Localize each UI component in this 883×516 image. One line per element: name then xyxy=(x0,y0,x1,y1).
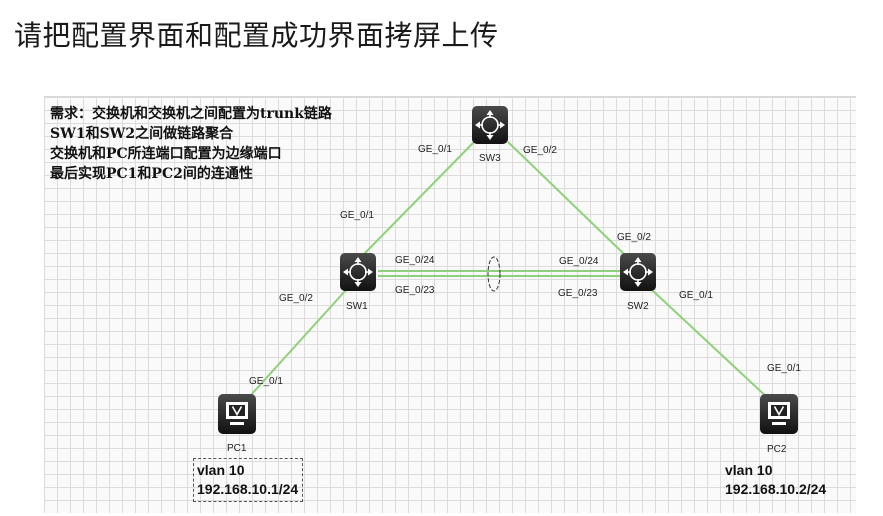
requirement-line: 最后实现PC1和PC2间的连通性 xyxy=(50,166,253,182)
port-label: GE_0/1 xyxy=(249,376,283,387)
pc2-vlan: vlan 10 xyxy=(725,462,773,478)
page-instruction: 请把配置界面和配置成功界面拷屏上传 xyxy=(14,19,499,52)
pc1-network-info: vlan 10 192.168.10.1/24 xyxy=(193,458,304,502)
requirements-note: 需求：交换机和交换机之间配置为trunk链路 SW1和SW2之间做链路聚合 交换… xyxy=(50,104,332,184)
device-label-sw1: SW1 xyxy=(346,301,368,312)
pc-pc2[interactable] xyxy=(759,393,799,435)
port-label: GE_0/24 xyxy=(559,256,599,267)
pc1-vlan: vlan 10 xyxy=(197,462,245,478)
requirement-line: SW1和SW2之间做链路聚合 xyxy=(50,126,234,142)
port-label: GE_0/1 xyxy=(679,290,713,301)
monitor-icon xyxy=(759,393,799,435)
link-aggregation-ellipse xyxy=(487,256,501,292)
port-labels: GE_0/1 GE_0/2 GE_0/1 GE_0/24 GE_0/23 GE_… xyxy=(249,144,801,387)
port-label: GE_0/24 xyxy=(395,255,435,266)
requirement-line: 需求：交换机和交换机之间配置为trunk链路 xyxy=(50,106,332,122)
switch-icon xyxy=(471,105,509,145)
links xyxy=(249,141,771,401)
pc1-ip: 192.168.10.1/24 xyxy=(197,481,299,497)
pc2-network-info: vlan 10 192.168.10.2/24 xyxy=(725,461,826,499)
device-label-pc1: PC1 xyxy=(227,443,247,454)
port-label: GE_0/23 xyxy=(558,288,598,299)
port-label: GE_0/1 xyxy=(767,363,801,374)
switch-sw2[interactable] xyxy=(619,252,657,292)
requirement-line: 交换机和PC所连端口配置为边缘端口 xyxy=(50,146,282,162)
link-sw1-pc1 xyxy=(249,289,347,397)
pc-pc1[interactable] xyxy=(217,393,257,435)
link-sw1-sw3 xyxy=(363,141,475,255)
port-label: GE_0/1 xyxy=(340,210,374,221)
switch-sw3[interactable] xyxy=(471,105,509,145)
port-label: GE_0/2 xyxy=(617,232,651,243)
port-label: GE_0/23 xyxy=(395,285,435,296)
port-label: GE_0/2 xyxy=(523,145,557,156)
link-sw3-sw2 xyxy=(507,141,625,255)
switch-icon xyxy=(619,252,657,292)
device-label-pc2: PC2 xyxy=(767,444,787,455)
switch-icon xyxy=(339,252,377,292)
pc2-ip: 192.168.10.2/24 xyxy=(725,481,827,497)
port-label: GE_0/1 xyxy=(418,144,452,155)
device-label-sw2: SW2 xyxy=(627,301,649,312)
link-sw2-pc2 xyxy=(651,289,771,401)
monitor-icon xyxy=(217,393,257,435)
switch-sw1[interactable] xyxy=(339,252,377,292)
port-label: GE_0/2 xyxy=(279,293,313,304)
device-label-sw3: SW3 xyxy=(479,153,501,164)
